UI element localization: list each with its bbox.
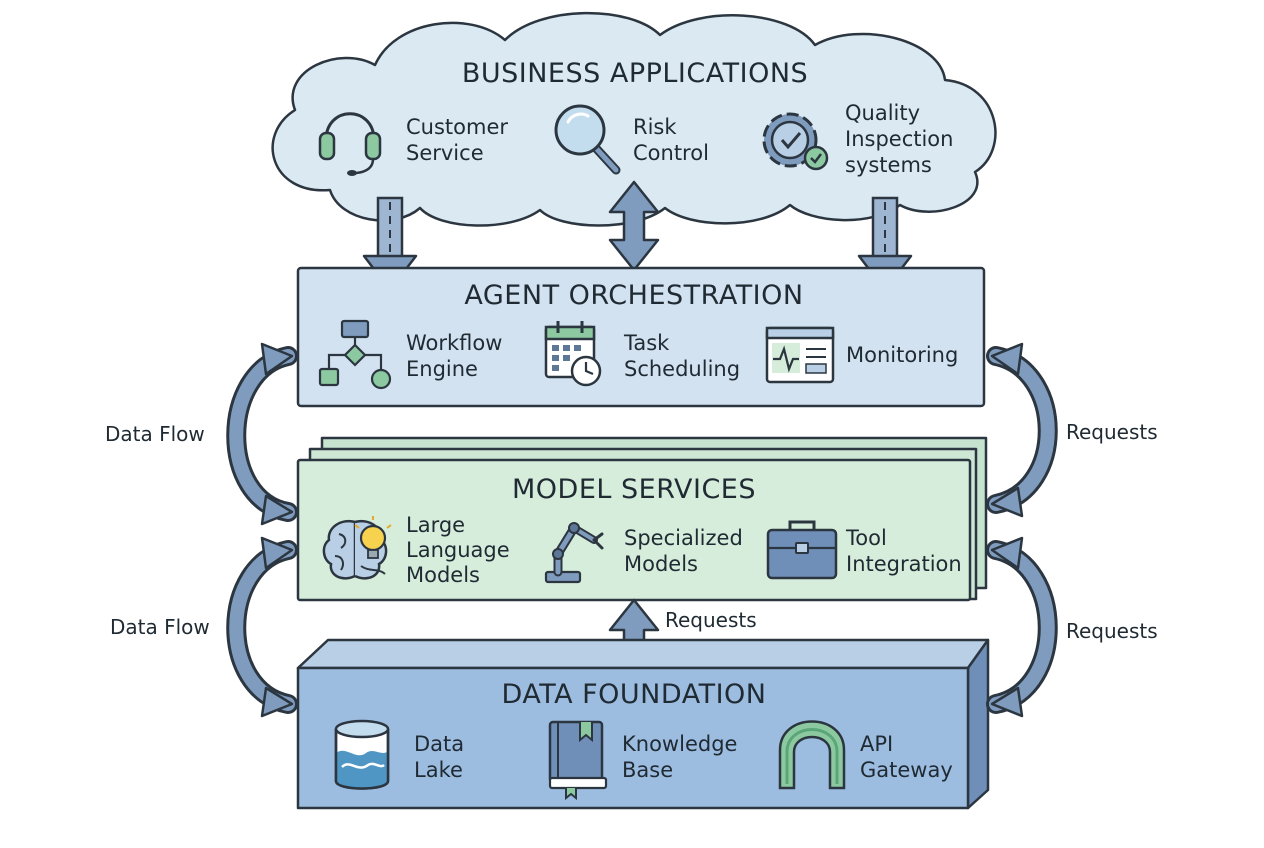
data-title: DATA FOUNDATION <box>502 679 767 710</box>
right-lower-curved-arrow <box>986 536 1058 718</box>
data-item-3-label: API Gateway <box>860 732 953 782</box>
business-item-3-label: Quality Inspection systems <box>845 101 960 177</box>
left-upper-curved-arrow <box>226 342 298 526</box>
gear-check-icon <box>762 112 829 171</box>
gateway-arch-icon <box>778 720 846 790</box>
agent-item-3-label: Monitoring <box>846 343 958 367</box>
right-upper-curved-arrow <box>986 342 1058 518</box>
model-item-2-label: Specialized Models <box>624 526 749 576</box>
data-slab-top <box>296 638 990 670</box>
workflow-icon <box>318 319 392 390</box>
calendar-clock-icon <box>544 321 602 387</box>
business-item-1-label: Customer Service <box>406 115 515 165</box>
agent-item-2-label: Task Scheduling <box>623 331 740 381</box>
data-item-1-label: Data Lake <box>414 732 471 782</box>
magnifier-icon <box>554 104 621 175</box>
book-icon <box>548 720 608 801</box>
agent-item-1-label: Workflow Engine <box>406 331 509 381</box>
agent-orchestration-layer: AGENT ORCHESTRATION Workflow Engine <box>296 266 986 408</box>
headset-icon <box>318 112 382 176</box>
model-title: MODEL SERVICES <box>512 474 756 505</box>
data-item-2-label: Knowledge Base <box>622 732 744 782</box>
right-lower-label: Requests <box>1066 619 1158 643</box>
data-box <box>296 666 970 810</box>
business-item-2-label: Risk Control <box>633 115 709 165</box>
model-item-3-label: Tool Integration <box>845 526 962 576</box>
model-item-1-label: Large Language Models <box>406 513 516 587</box>
monitor-pulse-icon <box>765 326 835 384</box>
center-lower-label: Requests <box>665 608 757 632</box>
toolbox-icon <box>766 520 838 580</box>
left-lower-curved-arrow <box>226 536 298 718</box>
data-lake-icon <box>334 719 390 790</box>
business-applications-layer: BUSINESS APPLICATIONS Customer Service R… <box>271 11 997 227</box>
data-slab-side <box>966 638 990 810</box>
left-lower-label: Data Flow <box>110 615 210 639</box>
robot-arm-icon <box>544 522 604 584</box>
right-upper-label: Requests <box>1066 420 1158 444</box>
brain-bulb-icon <box>322 516 392 580</box>
agent-title: AGENT ORCHESTRATION <box>464 280 803 311</box>
model-services-layer: MODEL SERVICES Large Language Models <box>296 436 988 602</box>
data-foundation-layer: DATA FOUNDATION Data Lake Knowledge Base <box>296 638 990 810</box>
cloud-shape <box>271 11 997 227</box>
business-title: BUSINESS APPLICATIONS <box>462 58 808 89</box>
left-upper-label: Data Flow <box>105 422 205 446</box>
